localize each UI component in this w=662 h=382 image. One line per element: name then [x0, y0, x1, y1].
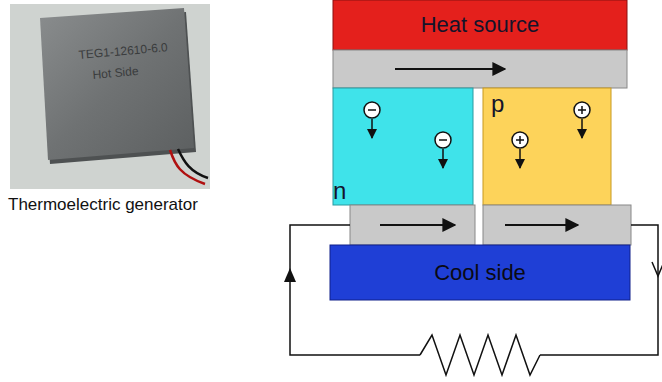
node-text: p — [491, 90, 504, 118]
cool-side-box: Cool side — [330, 245, 630, 300]
p-type-leg: p — [483, 88, 611, 205]
node-text: n — [333, 177, 346, 205]
teg-photo — [10, 4, 210, 189]
resistor-symbol — [420, 335, 540, 375]
hole-symbol — [512, 102, 590, 168]
circuit-wire — [290, 225, 658, 375]
caption-label: Thermoelectric generator — [8, 195, 198, 215]
n-type-leg: n — [333, 88, 473, 205]
electron-symbol — [364, 102, 451, 168]
heat-source-box: Heat source — [333, 0, 627, 50]
node-text: Heat source — [421, 12, 540, 38]
node-text: Cool side — [434, 260, 526, 286]
